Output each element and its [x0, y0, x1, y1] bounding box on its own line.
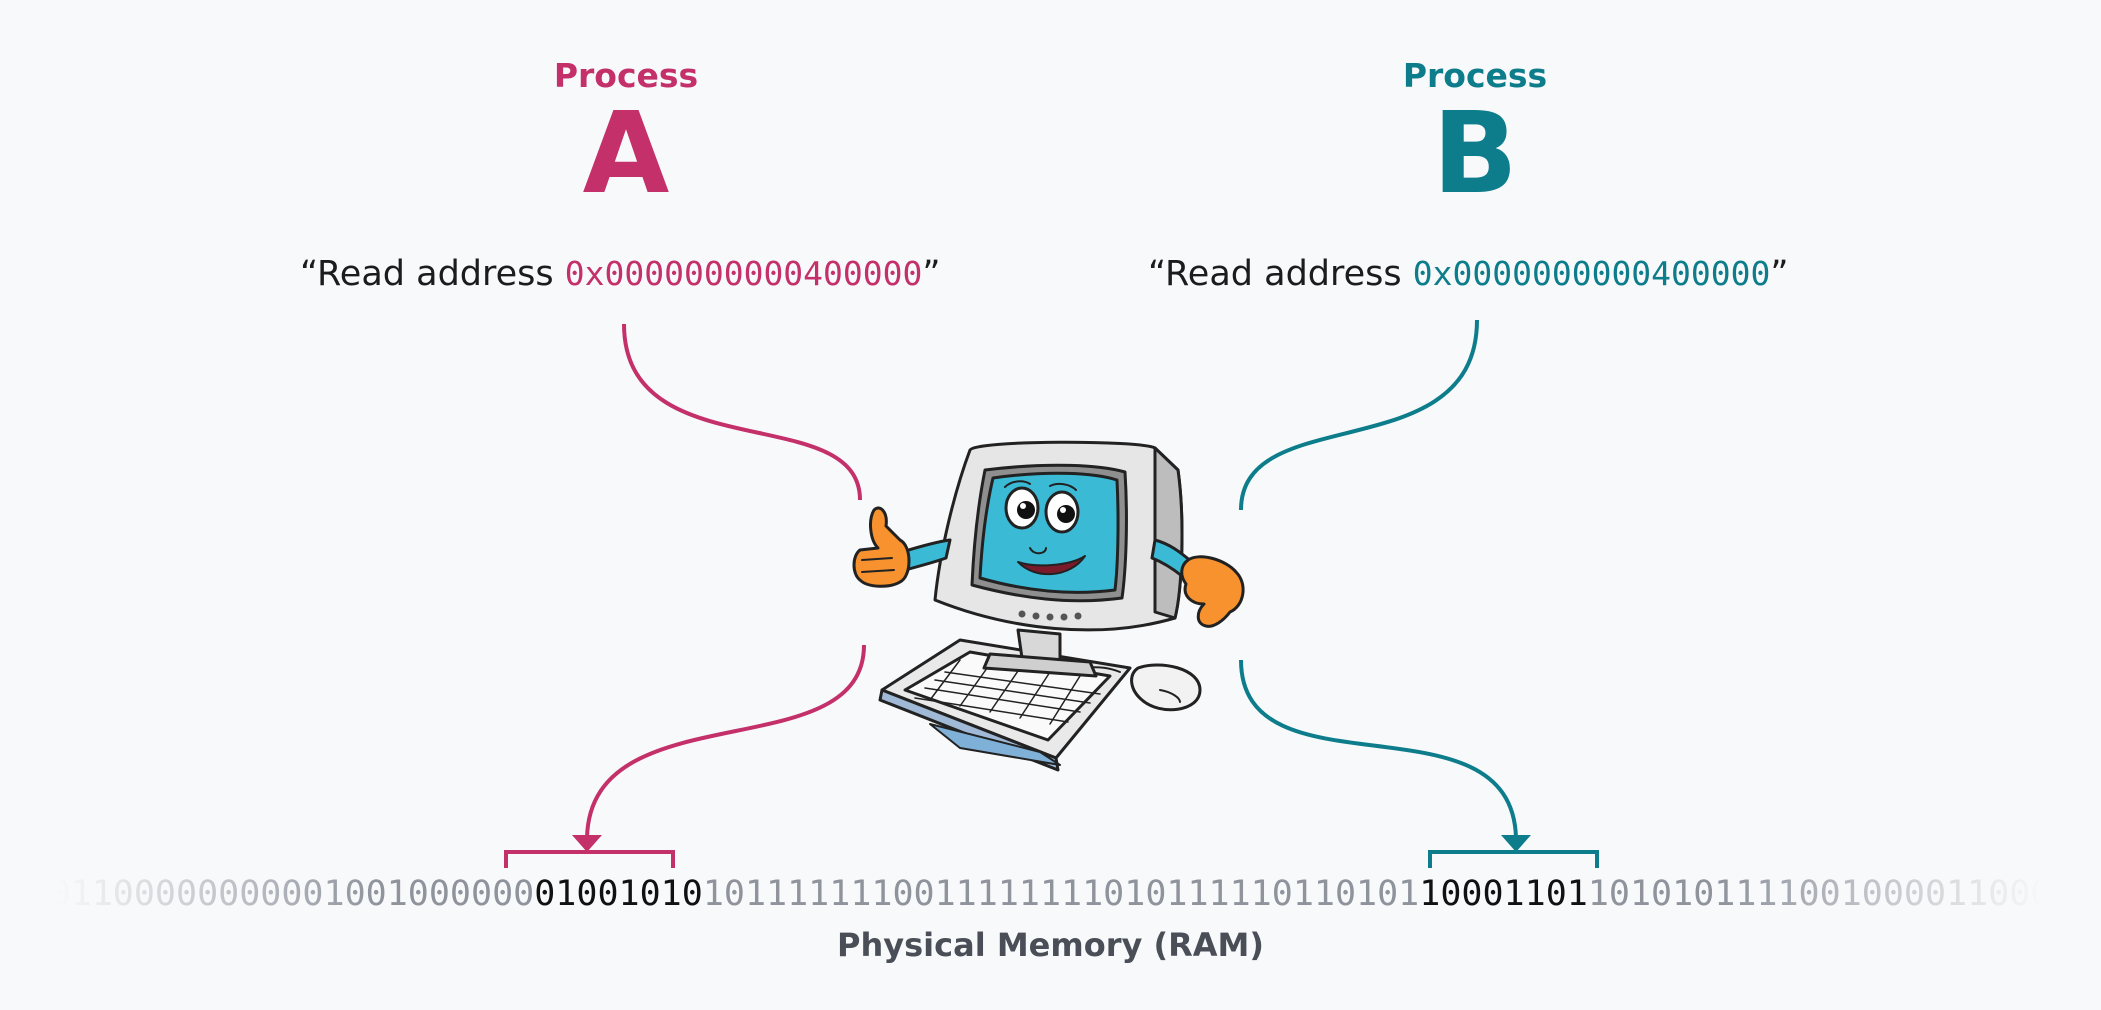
- process-b-request: “Read address 0x0000000000400000”: [1148, 254, 1789, 294]
- memory-highlight-a: 01001010: [534, 874, 703, 914]
- process-b-path-in: [1239, 319, 1479, 511]
- process-a-address: 0x0000000000400000: [564, 254, 923, 293]
- process-b-address: 0x0000000000400000: [1412, 254, 1771, 293]
- memory-highlight-b: 10001101: [1419, 874, 1588, 914]
- process-a-quote-suffix: ”: [922, 254, 941, 294]
- process-b-arrowhead: [1501, 835, 1531, 852]
- process-b-bracket: [1428, 850, 1599, 868]
- process-a-arrowhead: [572, 835, 602, 852]
- memory-fade-left: [0, 860, 380, 940]
- memory-fade-right: [1721, 860, 2101, 940]
- process-a-caption: Process: [553, 56, 699, 95]
- process-a-path-out: [585, 644, 866, 839]
- process-a-letter: A: [582, 89, 670, 219]
- memory-label: Physical Memory (RAM): [837, 926, 1264, 964]
- process-a-path-in: [622, 323, 862, 501]
- process-a-bracket: [504, 850, 675, 868]
- cartoon-computer-icon: [852, 440, 1245, 772]
- memory-bits-middle: 1011111110011111111010111110110101: [702, 874, 1420, 914]
- process-b-letter: B: [1432, 89, 1518, 219]
- process-b-quote-prefix: “Read address: [1148, 254, 1413, 294]
- process-b-caption: Process: [1402, 56, 1548, 95]
- process-a-request: “Read address 0x0000000000400000”: [300, 254, 941, 294]
- process-a-quote-prefix: “Read address: [300, 254, 565, 294]
- process-b-quote-suffix: ”: [1770, 254, 1789, 294]
- process-b-path-out: [1239, 659, 1518, 839]
